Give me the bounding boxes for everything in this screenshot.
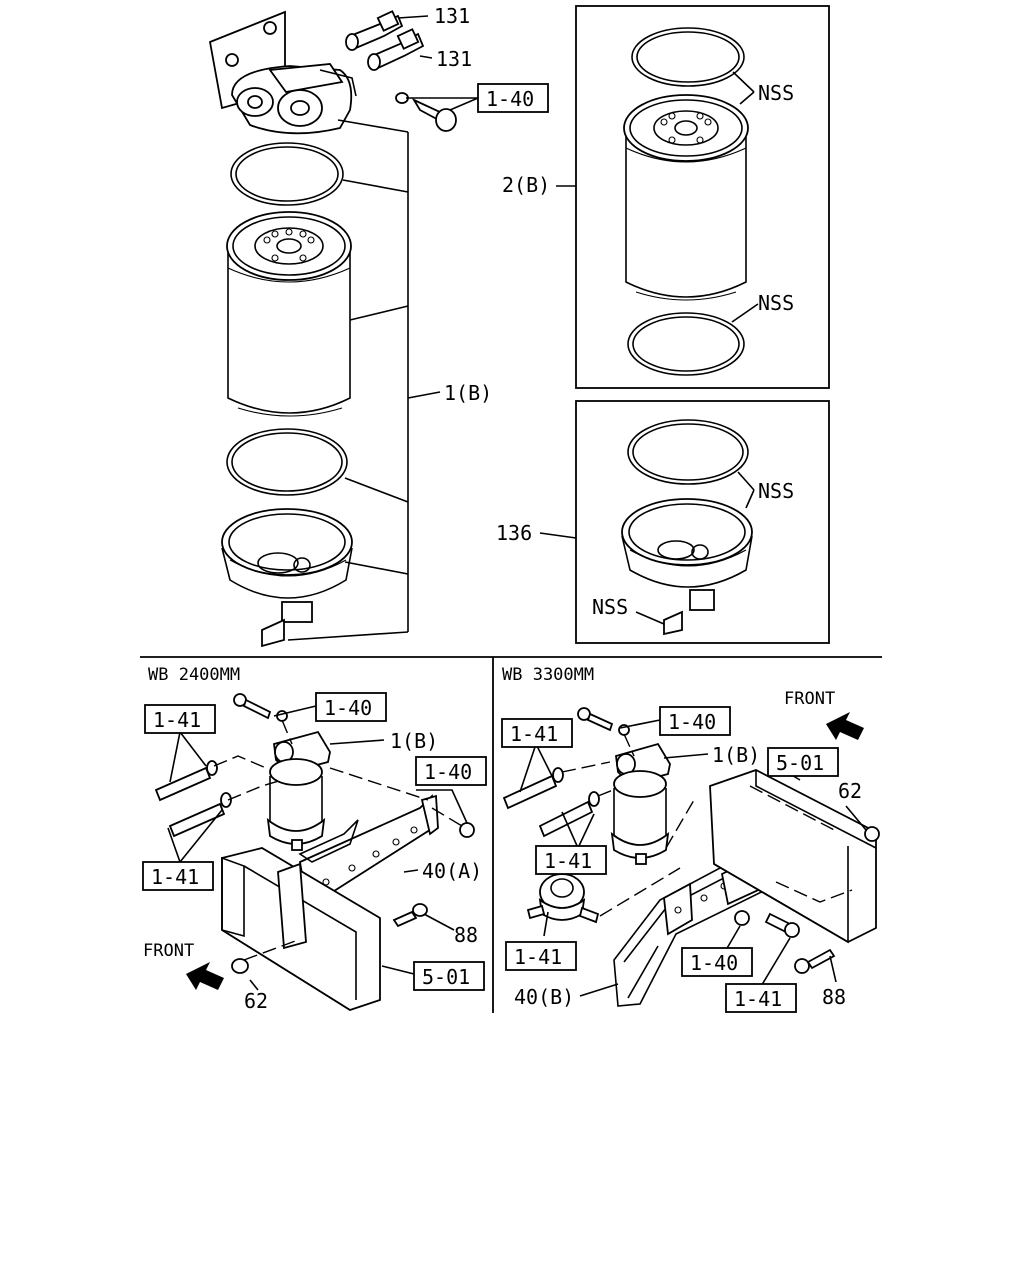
filter-element [226, 211, 352, 417]
label-5-01-right: 5-01 [776, 751, 824, 775]
label-1-40-left-right: 1-40 [424, 760, 472, 784]
leader-1-40 [406, 97, 479, 111]
label-88-right: 88 [822, 985, 846, 1009]
label-1-41-left-bottom: 1-41 [151, 865, 199, 889]
label-136: 136 [496, 521, 532, 545]
label-1-40-right-bottom: 1-40 [690, 951, 738, 975]
bolt-right-top [577, 707, 630, 736]
hose-pair-left [154, 760, 232, 838]
hose-pair-right [502, 767, 600, 838]
nut-right-bottom [734, 910, 750, 926]
filter-head [208, 10, 357, 135]
fitting-131-lower [367, 28, 425, 71]
bowl-kit-box: NSS 136 NSS [496, 400, 830, 644]
panel-wb-2400: WB 2400MM [142, 665, 487, 1013]
bolt-right-bottom [764, 912, 800, 938]
panel-header-wb2400: WB 2400MM [148, 665, 240, 685]
label-1-41-right-top: 1-41 [510, 722, 558, 746]
bolt-left-top [233, 693, 288, 722]
label-nss-top: NSS [758, 81, 794, 105]
label-40b: 40(B) [514, 985, 574, 1009]
ref-box-1-40-right-bottom [681, 947, 753, 977]
ref-box-1-41-left-top [144, 704, 216, 734]
filter-bowl [221, 508, 353, 648]
ref-box-1-41-right-mid [535, 845, 607, 875]
nut-left-right [459, 822, 475, 838]
upper-filter-exploded: 131 131 1-40 1(B) [208, 4, 549, 648]
ref-box-1-40-right-top [659, 706, 731, 736]
panel-header-wb3300: WB 3300MM [502, 665, 594, 685]
ref-box-5-01-left [413, 961, 485, 991]
filter-assembly-right [610, 742, 671, 865]
ref-box-1-40-left-top [315, 692, 387, 722]
label-1-40-top: 1-40 [486, 87, 534, 111]
label-62-left: 62 [244, 989, 268, 1013]
ref-box-5-01-right [767, 747, 839, 777]
label-131-upper: 131 [434, 4, 470, 28]
front-arrow-right [826, 712, 864, 740]
seal-ring-upper [230, 142, 344, 206]
label-nss-ring: NSS [758, 479, 794, 503]
label-1b-right: 1(B) [712, 743, 760, 767]
label-1-41-pump: 1-41 [514, 945, 562, 969]
fitting-131-upper [345, 10, 404, 51]
label-1-41-left-top: 1-41 [153, 708, 201, 732]
filter-assembly-left [266, 730, 331, 851]
label-5-01-left: 5-01 [422, 965, 470, 989]
label-1-40-left-top: 1-40 [324, 696, 372, 720]
frame-rail-left [221, 847, 381, 1011]
ref-box-1-41-pump [505, 941, 577, 971]
label-1b-left: 1(B) [390, 729, 438, 753]
assembly-bracket [287, 119, 441, 641]
label-1-41-right-bottom: 1-41 [734, 987, 782, 1011]
ref-box-1-40-top [477, 83, 549, 113]
panel-wb-3300: WB 3300MM FRONT [501, 665, 880, 1013]
front-arrow-left [186, 962, 224, 990]
seal-ring-lower [226, 428, 348, 496]
leader-131-a [397, 15, 429, 19]
bolt-1-40 [411, 97, 457, 132]
label-131-lower: 131 [436, 47, 472, 71]
ref-box-1-41-right-bottom [725, 983, 797, 1013]
label-40a: 40(A) [422, 859, 482, 883]
label-front-left: FRONT [143, 941, 194, 961]
ref-box-1-41-right-top [501, 718, 573, 748]
label-nss-bottom: NSS [758, 291, 794, 315]
leader-131-b [419, 55, 433, 59]
label-nss-drain: NSS [592, 595, 628, 619]
frame-rail-right [709, 769, 877, 944]
nut-62-right [864, 826, 880, 842]
label-1-41-right-mid: 1-41 [544, 849, 592, 873]
label-2b: 2(B) [502, 173, 550, 197]
priming-pump [526, 873, 600, 924]
label-62-right: 62 [838, 779, 862, 803]
bolt-88-right [794, 948, 836, 974]
ref-box-1-40-left-right [415, 756, 487, 786]
element-kit-box: NSS NSS 2(B) [502, 5, 830, 389]
label-1-40-right-top: 1-40 [668, 710, 716, 734]
nut-62-left [231, 958, 249, 974]
label-1b-upper: 1(B) [444, 381, 492, 405]
bolt-88-left [392, 903, 428, 928]
label-88-left: 88 [454, 923, 478, 947]
label-front-right: FRONT [784, 689, 835, 709]
ref-box-1-41-left-bottom [142, 861, 214, 891]
